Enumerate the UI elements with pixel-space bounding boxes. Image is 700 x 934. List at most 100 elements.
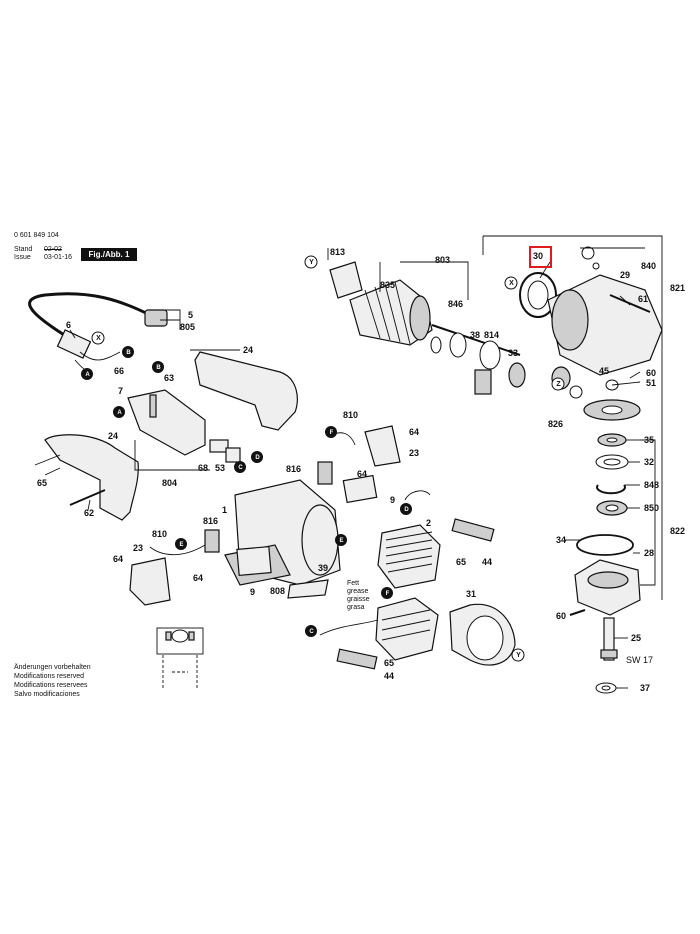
- callout-64-a[interactable]: 64: [113, 554, 124, 564]
- callout-64-d[interactable]: 64: [357, 469, 368, 479]
- callout-803[interactable]: 803: [435, 255, 451, 265]
- callout-6[interactable]: 6: [66, 320, 72, 330]
- brush-holder-816b: [317, 461, 333, 485]
- callout-810-b[interactable]: 810: [343, 410, 359, 420]
- letter-f-1: F: [329, 429, 334, 436]
- stand-date: 02-02: [44, 246, 62, 253]
- callout-848[interactable]: 848: [644, 480, 660, 490]
- clip-44: [451, 518, 495, 542]
- grease-note-2: grease: [347, 588, 369, 595]
- callout-37[interactable]: 37: [640, 683, 651, 693]
- callout-846[interactable]: 846: [448, 299, 464, 309]
- stand-label: Stand: [14, 246, 33, 253]
- callout-65-b[interactable]: 65: [456, 557, 467, 567]
- callout-62[interactable]: 62: [84, 508, 95, 518]
- letter-x-2: X: [509, 280, 514, 287]
- callout-34[interactable]: 34: [556, 535, 567, 545]
- marker-B-1: [122, 346, 134, 358]
- callout-38[interactable]: 38: [470, 330, 481, 340]
- letter-b-2: B: [156, 364, 161, 371]
- callout-5[interactable]: 5: [188, 310, 194, 320]
- callout-44-b[interactable]: 44: [384, 671, 395, 681]
- letter-c-2: C: [309, 628, 314, 635]
- letter-x-1: X: [96, 335, 101, 342]
- marker-X-2: [504, 276, 518, 290]
- marker-X-1: [91, 331, 105, 345]
- callout-30[interactable]: 30: [533, 251, 544, 261]
- callout-821[interactable]: 821: [670, 283, 686, 293]
- callout-23-a[interactable]: 23: [133, 543, 144, 553]
- footer-line-1: Änderungen vorbehalten: [14, 664, 91, 671]
- figure-label: Fig./Abb. 1: [81, 248, 137, 261]
- callout-60-a[interactable]: 60: [646, 368, 657, 378]
- label-plate-9b: [342, 474, 378, 504]
- callout-9-a[interactable]: 9: [250, 587, 256, 597]
- letter-y-1: Y: [309, 259, 314, 266]
- callout-61[interactable]: 61: [638, 294, 649, 304]
- callout-35[interactable]: 35: [644, 435, 655, 445]
- callout-29[interactable]: 29: [620, 270, 631, 280]
- marker-Y-1: [304, 255, 318, 269]
- marker-D-2: [400, 503, 412, 515]
- callout-53[interactable]: 53: [215, 463, 226, 473]
- marker-F-1: [325, 426, 337, 438]
- callout-816-a[interactable]: 816: [203, 516, 219, 526]
- commutator-813: [329, 261, 363, 299]
- callout-45[interactable]: 45: [599, 366, 610, 376]
- letter-e-1: E: [179, 541, 184, 548]
- callout-840[interactable]: 840: [641, 261, 657, 271]
- callout-24-a[interactable]: 24: [243, 345, 254, 355]
- marker-A-2: [113, 406, 125, 418]
- callout-39[interactable]: 39: [318, 563, 329, 573]
- callout-822[interactable]: 822: [670, 526, 686, 536]
- callout-810-a[interactable]: 810: [152, 529, 168, 539]
- callout-65-a[interactable]: 65: [37, 478, 48, 488]
- wiring-schematic: [156, 627, 204, 690]
- callout-64-b[interactable]: 64: [193, 573, 204, 583]
- brush-holder-816: [204, 529, 220, 553]
- callout-826[interactable]: 826: [548, 419, 564, 429]
- callout-7[interactable]: 7: [118, 386, 124, 396]
- callout-63[interactable]: 63: [164, 373, 175, 383]
- footer-line-3: Modifications reservees: [14, 682, 88, 689]
- callout-850[interactable]: 850: [644, 503, 660, 513]
- power-cable: [28, 292, 151, 347]
- marker-Z-1: [551, 377, 565, 391]
- callout-1[interactable]: 1: [222, 505, 228, 515]
- callout-814[interactable]: 814: [484, 330, 500, 340]
- callout-64-c[interactable]: 64: [409, 427, 420, 437]
- callout-33[interactable]: 33: [508, 348, 519, 358]
- callout-805[interactable]: 805: [180, 322, 196, 332]
- callout-23-b[interactable]: 23: [409, 448, 420, 458]
- letter-c-1: C: [238, 464, 243, 471]
- marker-F-2: [381, 587, 393, 599]
- callout-32[interactable]: 32: [644, 457, 655, 467]
- callout-31[interactable]: 31: [466, 589, 477, 599]
- callout-60-b[interactable]: 60: [556, 611, 567, 621]
- callout-51[interactable]: 51: [646, 378, 657, 388]
- marker-Y-2: [511, 648, 525, 662]
- callout-2[interactable]: 2: [426, 518, 432, 528]
- marker-E-2: [335, 534, 347, 546]
- marker-C-1: [234, 461, 246, 473]
- callout-66[interactable]: 66: [114, 366, 125, 376]
- callout-813[interactable]: 813: [330, 247, 346, 257]
- marker-C-2: [305, 625, 317, 637]
- fan: [409, 295, 431, 341]
- field-coil: [377, 524, 441, 589]
- callout-65-c[interactable]: 65: [384, 658, 395, 668]
- letter-a-1: A: [85, 371, 90, 378]
- callout-25[interactable]: 25: [631, 633, 642, 643]
- letter-a-2: A: [117, 409, 122, 416]
- callout-9-b[interactable]: 9: [390, 495, 396, 505]
- callout-835[interactable]: 835: [380, 280, 396, 290]
- callout-68[interactable]: 68: [198, 463, 209, 473]
- letter-z-1: Z: [556, 381, 561, 388]
- callout-24-b[interactable]: 24: [108, 431, 119, 441]
- callout-44-a[interactable]: 44: [482, 557, 493, 567]
- callout-808[interactable]: 808: [270, 586, 286, 596]
- circlip-848: [596, 484, 626, 495]
- callout-28[interactable]: 28: [644, 548, 655, 558]
- callout-804[interactable]: 804: [162, 478, 178, 488]
- callout-816-b[interactable]: 816: [286, 464, 302, 474]
